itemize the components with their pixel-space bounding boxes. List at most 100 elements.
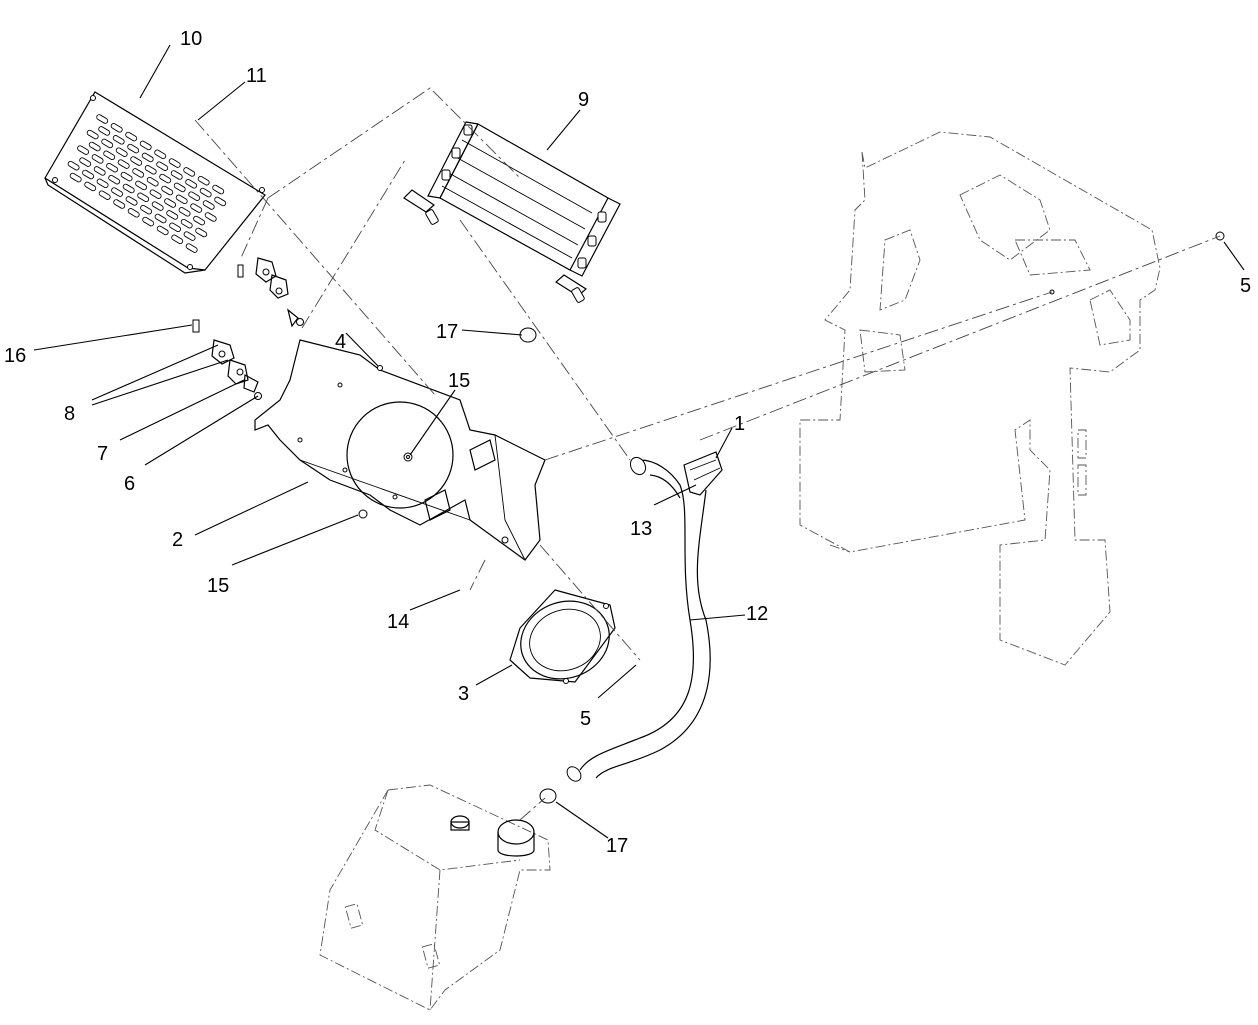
callout-12: 12 <box>746 603 768 625</box>
screen-slot <box>137 192 150 203</box>
screen-slot <box>125 131 138 142</box>
screen-slot <box>111 187 124 197</box>
screen-slot <box>154 213 167 224</box>
screen-slot <box>125 196 138 206</box>
callout-4: 4 <box>335 331 346 353</box>
callout-9: 9 <box>578 89 589 111</box>
screen-slot <box>82 169 95 180</box>
screen-slot <box>132 168 145 178</box>
screen-slot <box>204 212 217 222</box>
screen-slot <box>175 194 188 205</box>
screen-slot <box>178 207 191 217</box>
screen-slot <box>98 190 111 200</box>
screen-slot <box>185 179 198 189</box>
callout-11: 11 <box>246 65 267 87</box>
screen-slot <box>173 182 186 193</box>
fan-mounting-bracket <box>254 339 546 561</box>
machine-frame-phantom <box>799 131 1225 666</box>
screen-slot <box>212 184 225 195</box>
screen-slot <box>168 158 181 168</box>
screen-slot <box>195 227 208 238</box>
screen-slot <box>117 159 130 169</box>
callout-2: 2 <box>172 529 183 551</box>
screen-slot <box>79 157 92 167</box>
screen-slot <box>156 225 169 236</box>
screen-slot <box>164 198 177 208</box>
callout-17-tank: 17 <box>606 835 628 857</box>
screen-slot <box>159 173 172 184</box>
screen-slot <box>120 171 133 182</box>
callout-7: 7 <box>97 443 108 465</box>
screen-slot <box>183 167 196 177</box>
screen-slot <box>96 178 109 189</box>
screen-slot <box>77 145 90 155</box>
screen-slot <box>166 210 179 220</box>
callout-1: 1 <box>734 413 745 435</box>
screen-slot <box>190 203 203 213</box>
screen-slot <box>149 189 162 199</box>
callout-10: 10 <box>180 28 202 50</box>
screen-slot <box>154 149 167 160</box>
screen-slot <box>193 215 206 226</box>
screen-slot <box>202 200 215 210</box>
screen-slot <box>183 231 196 241</box>
screen-slot <box>130 156 143 166</box>
screen-slot <box>113 199 126 209</box>
screen-slot <box>67 160 80 171</box>
callout-8: 8 <box>64 403 75 425</box>
callout-labels: 1 2 3 4 5 5 6 7 8 9 10 11 12 13 14 15 15… <box>4 28 1251 857</box>
assembly-centerlines <box>194 87 1221 821</box>
screen-slot <box>84 181 97 192</box>
screen-slot <box>185 243 198 253</box>
screen-slot <box>106 162 119 173</box>
callout-16: 16 <box>4 345 26 367</box>
screen-slot <box>180 218 193 229</box>
clamp-hardware <box>192 257 383 400</box>
screen-slot <box>91 154 104 164</box>
screen-slot <box>197 175 210 186</box>
screen-slot <box>171 234 184 245</box>
screen-slot <box>142 216 155 227</box>
callout-15-bracket: 15 <box>448 370 470 392</box>
callout-5-frame: 5 <box>1240 275 1251 297</box>
callout-3: 3 <box>458 683 469 705</box>
screen-slot <box>122 183 135 194</box>
callout-5-ring: 5 <box>580 708 591 730</box>
screen-slot <box>93 166 106 176</box>
screen-slot <box>170 170 183 180</box>
screen-slot <box>214 196 227 207</box>
screen-slot <box>146 176 159 187</box>
screen-slot <box>103 150 116 161</box>
screen-slot <box>108 174 121 185</box>
screen-slot <box>139 140 152 151</box>
fan-ring <box>509 589 616 684</box>
screen-shroud <box>44 91 266 274</box>
screen-slot <box>169 222 182 233</box>
callout-6: 6 <box>124 473 135 495</box>
screen-slot <box>110 123 123 133</box>
callout-14: 14 <box>387 611 409 633</box>
screen-slot <box>127 143 140 154</box>
callout-17-cooler: 17 <box>436 321 458 343</box>
callout-leaders <box>33 44 1245 839</box>
callout-13: 13 <box>630 518 652 540</box>
screen-slot <box>69 172 82 183</box>
screen-slot <box>112 135 125 145</box>
screen-slot <box>156 161 169 171</box>
screen-slot <box>144 165 157 175</box>
screen-slot <box>199 187 212 198</box>
screen-slot <box>140 204 153 215</box>
screen-slot <box>127 208 140 218</box>
callout-15-lower: 15 <box>207 575 229 597</box>
screen-slot <box>86 129 99 140</box>
screen-slot <box>98 126 111 136</box>
screen-slot <box>141 152 154 163</box>
screen-slot <box>88 141 101 152</box>
screen-slot <box>151 201 164 211</box>
screen-slot <box>96 114 109 124</box>
screen-slot <box>161 185 174 196</box>
screen-slot <box>115 147 128 157</box>
oil-cooler <box>403 121 621 303</box>
screen-slot <box>188 191 201 201</box>
